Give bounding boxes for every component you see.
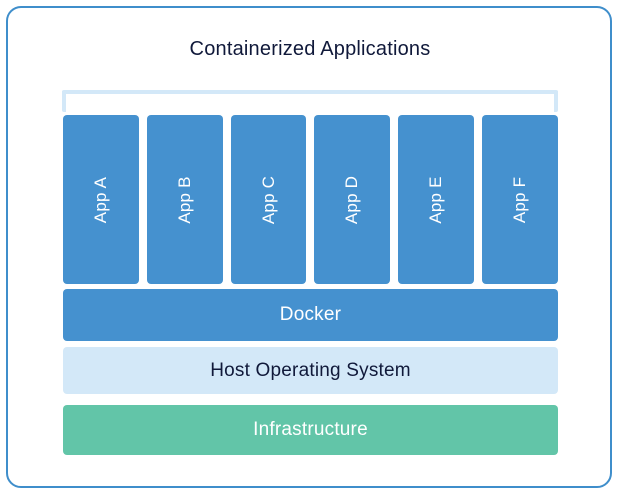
app-box-d[interactable]: App D xyxy=(314,115,391,284)
containerized-applications-bracket xyxy=(62,90,558,112)
layer-host-operating-system[interactable]: Host Operating System xyxy=(63,347,558,394)
app-box-f[interactable]: App F xyxy=(482,115,558,284)
app-label: App A xyxy=(90,176,110,223)
app-container-row: App A App B App C App D App E App F xyxy=(63,115,558,284)
app-box-c[interactable]: App C xyxy=(230,115,307,284)
app-label: App F xyxy=(510,176,530,223)
app-box-e[interactable]: App E xyxy=(398,115,475,284)
layer-docker[interactable]: Docker xyxy=(63,289,558,341)
app-label: App C xyxy=(258,175,278,224)
app-label: App E xyxy=(426,175,446,224)
layer-infrastructure[interactable]: Infrastructure xyxy=(63,405,558,455)
app-label: App D xyxy=(342,175,362,224)
app-box-b[interactable]: App B xyxy=(146,115,223,284)
app-box-a[interactable]: App A xyxy=(63,115,139,284)
app-label: App B xyxy=(174,175,194,224)
page-title: Containerized Applications xyxy=(189,38,431,60)
